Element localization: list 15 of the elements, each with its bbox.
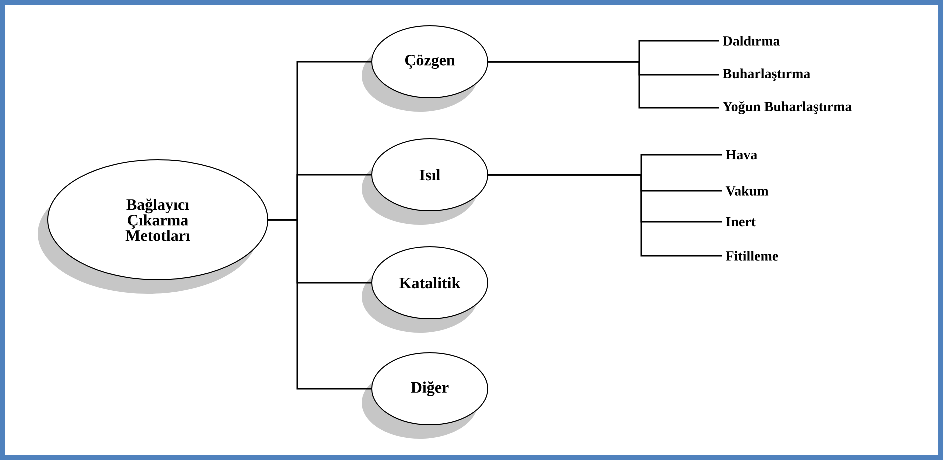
leaf-label: Buharlaştırma xyxy=(723,68,810,82)
leaf-label: Vakum xyxy=(726,186,769,196)
ellipse-node: Bağlayıcı Çıkarma Metotları xyxy=(38,160,268,294)
leaf-label: Inert xyxy=(726,217,756,227)
leaf-label: Daldırma xyxy=(723,36,780,46)
leaf-label: Fitilleme xyxy=(726,251,778,261)
leaf-label: Yoğun Buharlaştırma xyxy=(723,102,852,114)
ellipse-node: Çözgen xyxy=(362,26,488,112)
leaf-label: Hava xyxy=(726,150,758,160)
connector-line xyxy=(268,219,372,390)
connector-line xyxy=(488,174,722,257)
ellipse-node: Katalitik xyxy=(362,246,488,333)
ellipse-node: Diğer xyxy=(362,352,488,439)
ellipse-node: Isıl xyxy=(362,138,488,225)
connector-line xyxy=(488,61,719,109)
